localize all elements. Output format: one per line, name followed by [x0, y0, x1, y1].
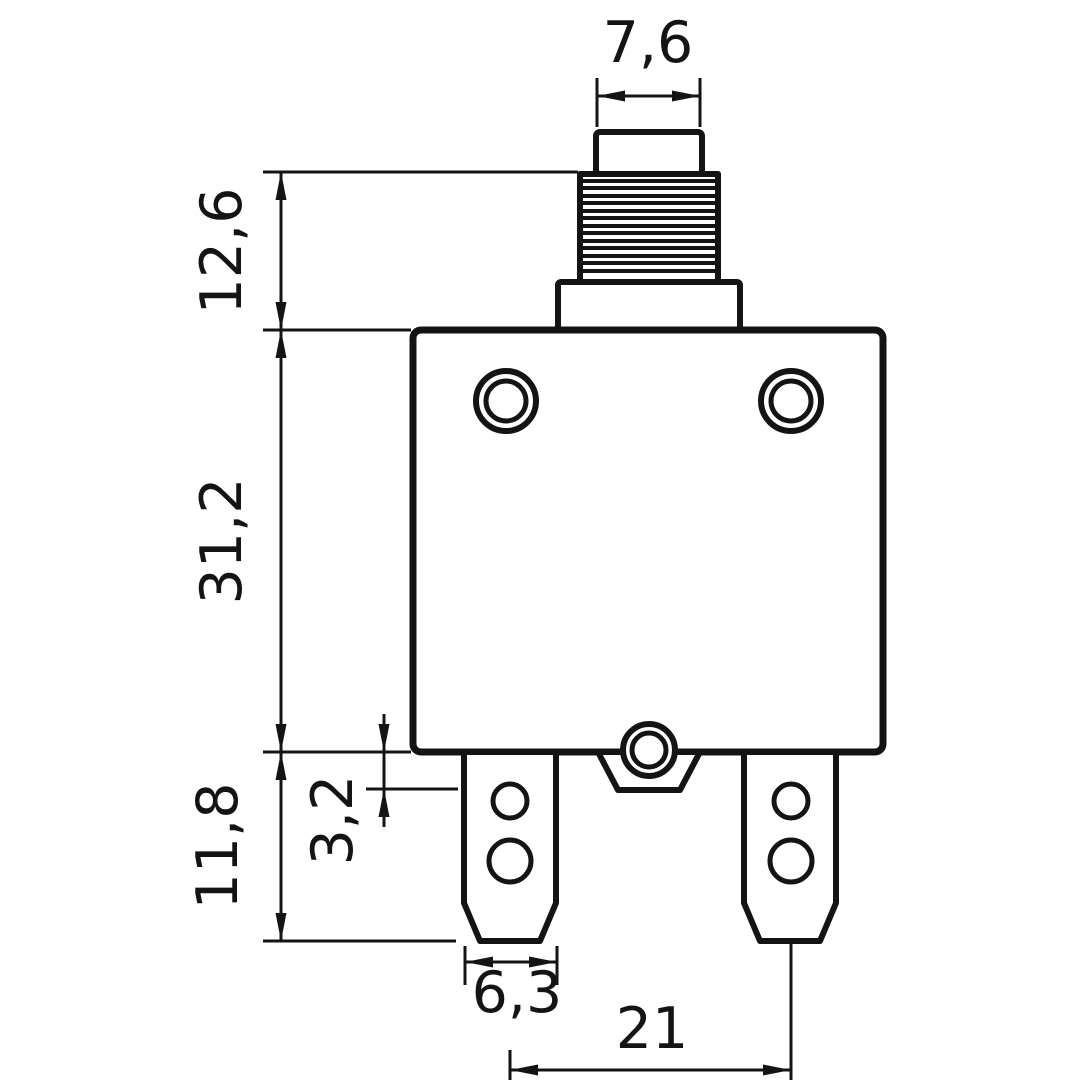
dim-label-tab-offset: 3,2 — [300, 775, 366, 866]
dim-label-button-width: 7,6 — [603, 10, 694, 76]
thread-lines — [582, 179, 716, 273]
dim-label-stem-height: 12,6 — [189, 188, 255, 315]
mounting-hole-left-inner — [483, 378, 529, 424]
mounting-hole-right-inner — [768, 378, 814, 424]
ext-lines-stem-height — [263, 170, 578, 332]
terminal-left-hole-upper — [490, 781, 530, 821]
dimensions: 7,6 12,6 31,2 11,8 3,2 6,3 21 — [185, 10, 793, 1080]
dim-label-terminal-spacing: 21 — [616, 996, 689, 1062]
terminal-left-hole-lower — [486, 837, 534, 885]
terminal-right-hole-upper — [771, 781, 811, 821]
breaker-outline — [409, 129, 887, 944]
mounting-collar — [555, 279, 743, 335]
push-button-cap — [593, 129, 705, 177]
dim-label-blade-width: 6,3 — [472, 960, 563, 1026]
dim-label-body-height: 31,2 — [189, 478, 255, 605]
rivet-inner — [629, 730, 669, 770]
dim-label-terminal-length: 11,8 — [185, 783, 251, 910]
terminal-right-hole-lower — [767, 837, 815, 885]
ext-lines-button-width — [595, 78, 702, 127]
